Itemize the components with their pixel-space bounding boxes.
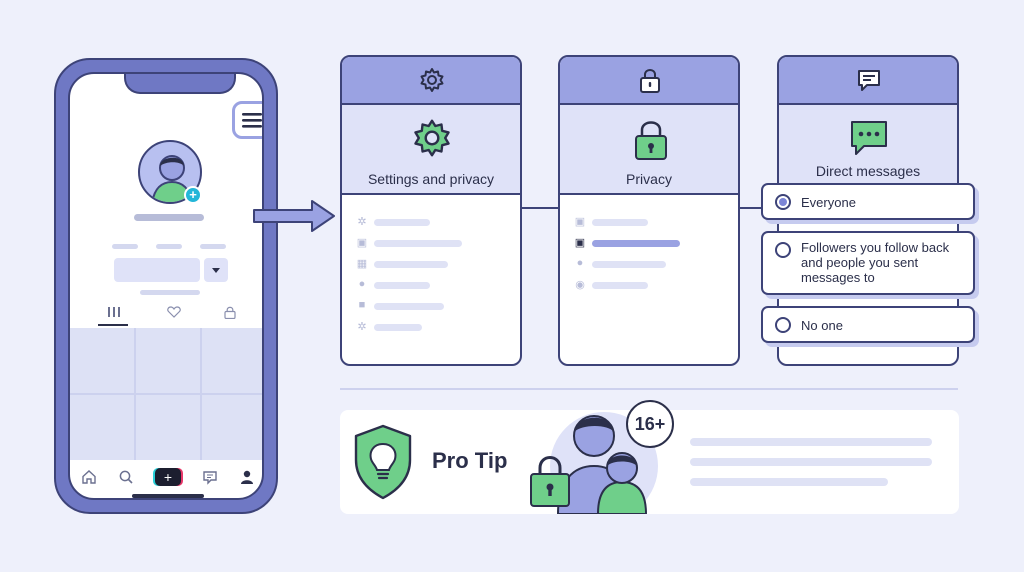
stat-placeholder [200, 244, 226, 249]
setting-row-placeholder[interactable] [374, 261, 448, 268]
grid-lines-icon [108, 307, 120, 317]
privacy-row-placeholder[interactable] [592, 261, 666, 268]
users-icon: ● [576, 257, 584, 269]
option-label: Everyone [801, 195, 856, 210]
tip-text-placeholder [690, 458, 932, 466]
chat-dots-icon [851, 121, 887, 155]
privacy-row-placeholder[interactable] [592, 219, 648, 226]
edit-profile-button[interactable] [114, 258, 200, 282]
video-grid [70, 328, 262, 460]
age-badge: 16+ [626, 400, 674, 448]
privacy-panel: Privacy ▣ ▣ ● ◉ [558, 55, 740, 366]
home-icon[interactable] [81, 469, 97, 485]
lock-icon [635, 121, 667, 160]
connector-line [738, 207, 780, 209]
tab-liked[interactable] [160, 306, 188, 321]
tip-text-placeholder [690, 478, 888, 486]
video-thumbnail[interactable] [136, 395, 200, 460]
tab-private[interactable] [216, 306, 244, 322]
home-indicator [132, 494, 204, 498]
create-button[interactable]: + [154, 468, 181, 486]
video-thumbnail[interactable] [70, 328, 134, 393]
setting-row-placeholder[interactable] [374, 324, 422, 331]
dm-option-followers[interactable]: Followers you follow back and people you… [761, 231, 975, 295]
profile-icon[interactable] [239, 469, 255, 485]
video-thumbnail[interactable] [202, 328, 262, 393]
lock-icon: ▣ [574, 237, 586, 249]
add-photo-badge[interactable]: + [184, 186, 202, 204]
setting-row-placeholder[interactable] [374, 303, 444, 310]
setting-row-placeholder[interactable] [374, 282, 430, 289]
video-thumbnail[interactable] [136, 328, 200, 393]
gear-icon [420, 68, 444, 92]
privacy-row-selected[interactable] [592, 240, 680, 247]
panel-title: Privacy [626, 171, 672, 187]
bottom-nav: + [70, 462, 262, 492]
chat-icon [858, 70, 880, 91]
radio-unselected[interactable] [775, 317, 791, 333]
dm-option-everyone[interactable]: Everyone [761, 183, 975, 220]
setting-row-placeholder[interactable] [374, 240, 462, 247]
pro-tip-card: Pro Tip 16+ [340, 400, 959, 514]
lock-icon: ▣ [574, 216, 586, 228]
gear-icon: ✲ [357, 321, 367, 333]
radio-unselected[interactable] [775, 242, 791, 258]
lock-icon [640, 69, 660, 93]
hamburger-menu-button[interactable] [232, 101, 262, 139]
option-label: No one [801, 318, 843, 333]
active-tab-indicator [98, 324, 128, 326]
panel-hero: Settings and privacy [342, 105, 520, 195]
tip-text-placeholder [690, 438, 932, 446]
username-placeholder [134, 214, 204, 221]
video-thumbnail[interactable] [70, 395, 134, 460]
heart-icon [167, 306, 181, 318]
phone-notch [124, 74, 236, 94]
panel-title: Direct messages [815, 163, 921, 179]
setting-row-placeholder[interactable] [374, 219, 430, 226]
image-icon: ▦ [356, 258, 368, 270]
video-camera-icon: ■ [358, 299, 366, 311]
panel-hero: Direct messages [779, 105, 957, 195]
radio-selected[interactable] [775, 194, 791, 210]
lock-icon [224, 306, 236, 320]
panel-header [342, 57, 520, 105]
lock-icon: ▣ [356, 237, 368, 249]
panel-header [779, 57, 957, 105]
stat-placeholder [112, 244, 138, 249]
menu-icon [242, 113, 262, 128]
shield-lightbulb-icon [354, 424, 412, 500]
tab-videos[interactable] [100, 306, 128, 321]
connector-line [520, 207, 560, 209]
privacy-row-placeholder[interactable] [592, 282, 648, 289]
microphone-icon: ● [358, 278, 366, 290]
profile-dropdown-button[interactable] [204, 258, 228, 282]
arrow-right-icon [253, 200, 335, 232]
inbox-icon[interactable] [202, 469, 218, 485]
gear-icon [414, 119, 450, 157]
caret-down-icon [212, 268, 220, 273]
video-thumbnail[interactable] [202, 395, 262, 460]
dm-option-no-one[interactable]: No one [761, 306, 975, 343]
settings-panel: Settings and privacy ✲ ▣ ▦ ● ■ ✲ [340, 55, 522, 366]
eye-icon: ◉ [575, 279, 585, 291]
user-icon [151, 155, 193, 202]
avatar[interactable] [138, 140, 202, 204]
panel-hero: Privacy [560, 105, 738, 195]
stat-placeholder [156, 244, 182, 249]
gear-icon: ✲ [357, 216, 367, 228]
search-icon[interactable] [118, 469, 134, 485]
phone-screen: + + [68, 72, 264, 500]
panel-header [560, 57, 738, 105]
tip-title: Pro Tip [432, 448, 508, 473]
option-label: Followers you follow back and people you… [801, 240, 950, 285]
section-divider [340, 388, 958, 390]
phone-mockup: + + [54, 58, 278, 514]
panel-title: Settings and privacy [367, 171, 495, 187]
bio-placeholder [140, 290, 200, 295]
